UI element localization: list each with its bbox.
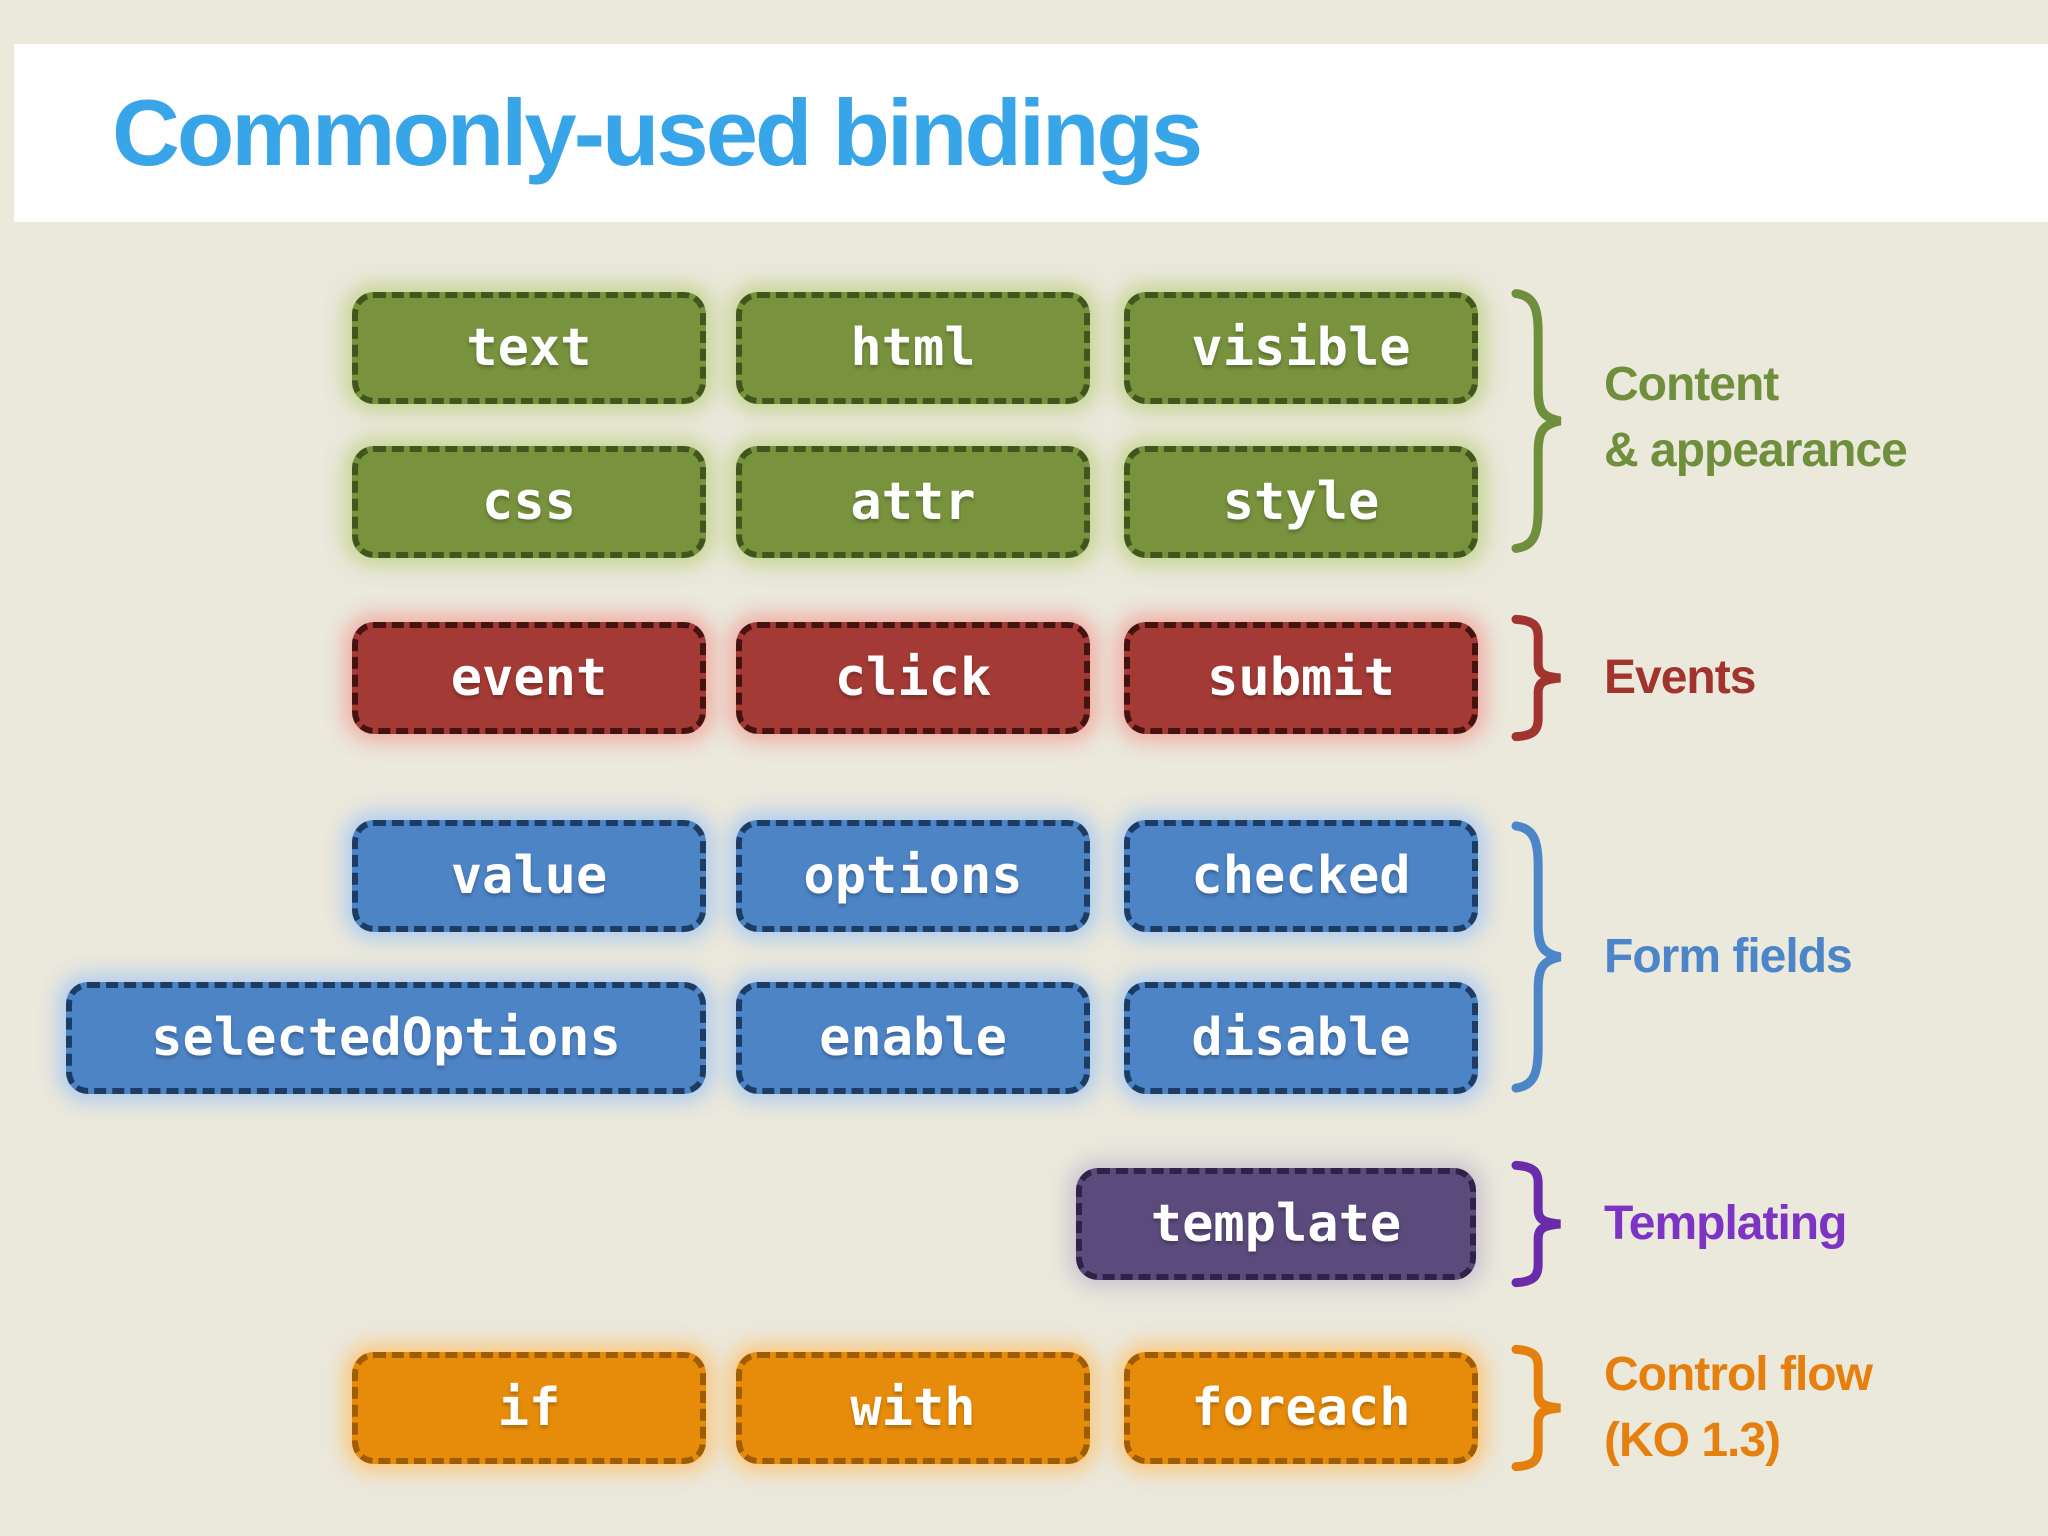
group-label-line: (KO 1.3) — [1604, 1414, 1781, 1467]
binding-pill-selectedoptions: selectedOptions — [66, 982, 706, 1094]
binding-label: style — [1222, 472, 1380, 532]
brace-form-fields — [1502, 814, 1572, 1100]
binding-pill-with: with — [736, 1352, 1090, 1464]
binding-pill-style: style — [1124, 446, 1478, 558]
page-title: Commonly-used bindings — [112, 80, 1203, 185]
group-label-line: Content — [1604, 358, 1779, 411]
binding-pill-visible: visible — [1124, 292, 1478, 404]
binding-label: click — [834, 648, 992, 708]
binding-label: options — [803, 846, 1023, 906]
binding-pill-attr: attr — [736, 446, 1090, 558]
binding-label: template — [1150, 1194, 1402, 1254]
binding-label: submit — [1207, 648, 1395, 708]
binding-label: value — [450, 846, 608, 906]
binding-pill-submit: submit — [1124, 622, 1478, 734]
binding-pill-disable: disable — [1124, 982, 1478, 1094]
binding-label: text — [466, 318, 592, 378]
group-label-form-fields: Form fields — [1604, 924, 1853, 990]
binding-pill-enable: enable — [736, 982, 1090, 1094]
group-label-control-flow: Control flow (KO 1.3) — [1604, 1342, 1873, 1474]
binding-label: html — [850, 318, 976, 378]
binding-pill-template: template — [1076, 1168, 1476, 1280]
binding-label: css — [482, 472, 576, 532]
binding-pill-html: html — [736, 292, 1090, 404]
brace-control-flow — [1502, 1344, 1572, 1472]
brace-events — [1502, 614, 1572, 742]
group-label-content-appearance: Content & appearance — [1604, 352, 1908, 484]
binding-pill-text: text — [352, 292, 706, 404]
binding-label: event — [450, 648, 608, 708]
group-label-line: & appearance — [1604, 424, 1908, 477]
binding-label: checked — [1191, 846, 1411, 906]
group-label-templating: Templating — [1604, 1191, 1847, 1257]
binding-label: with — [850, 1378, 976, 1438]
group-label-line: Form fields — [1604, 930, 1853, 983]
header-band: Commonly-used bindings — [14, 44, 2048, 222]
binding-label: disable — [1191, 1008, 1411, 1068]
binding-pill-click: click — [736, 622, 1090, 734]
binding-label: if — [497, 1378, 561, 1438]
binding-pill-checked: checked — [1124, 820, 1478, 932]
binding-pill-options: options — [736, 820, 1090, 932]
binding-pill-css: css — [352, 446, 706, 558]
binding-pill-if: if — [352, 1352, 706, 1464]
binding-label: visible — [1191, 318, 1411, 378]
brace-content-appearance — [1502, 282, 1572, 560]
binding-pill-event: event — [352, 622, 706, 734]
binding-label: attr — [850, 472, 976, 532]
binding-pill-value: value — [352, 820, 706, 932]
binding-label: enable — [819, 1008, 1007, 1068]
binding-pill-foreach: foreach — [1124, 1352, 1478, 1464]
group-label-events: Events — [1604, 645, 1756, 711]
binding-label: foreach — [1191, 1378, 1411, 1438]
binding-label: selectedOptions — [151, 1008, 621, 1068]
group-label-line: Control flow — [1604, 1348, 1873, 1401]
group-label-line: Events — [1604, 651, 1756, 704]
brace-templating — [1502, 1160, 1572, 1288]
group-label-line: Templating — [1604, 1197, 1847, 1250]
